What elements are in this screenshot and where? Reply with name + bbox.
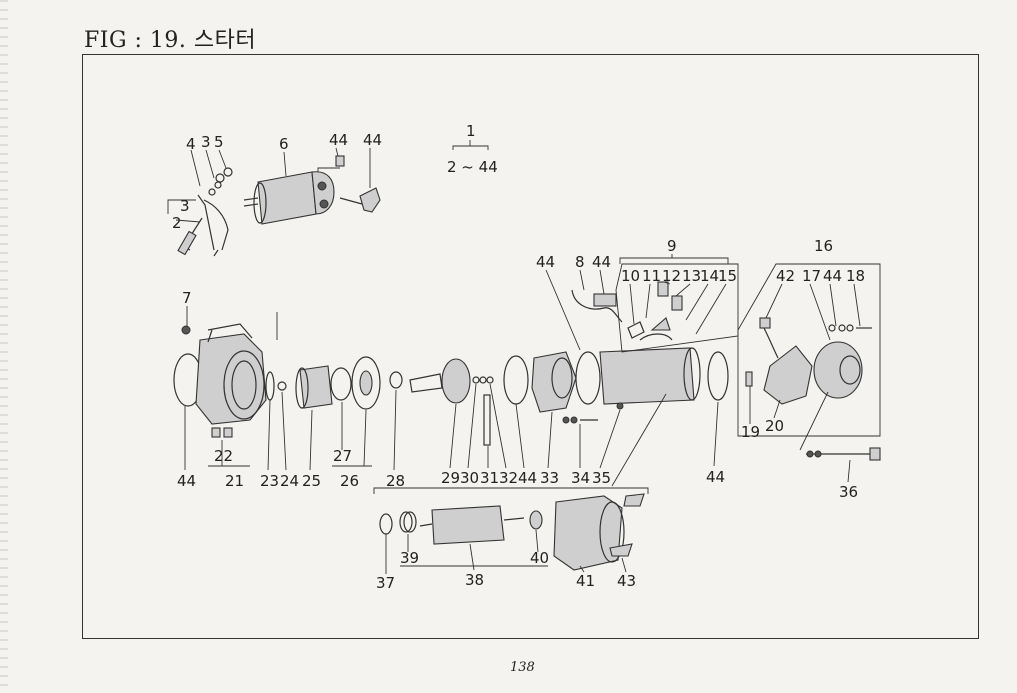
group-label-range: 2 ~ 44 — [447, 158, 498, 176]
armature-assembly — [379, 493, 645, 571]
gear-assembly — [409, 351, 577, 446]
label-20: 20 — [765, 417, 784, 435]
label-44d: 44 — [518, 469, 537, 487]
label-3a: 3 — [201, 133, 211, 151]
label-23: 23 — [260, 472, 279, 490]
label-13: 13 — [682, 267, 701, 285]
label-34: 34 — [571, 469, 590, 487]
label-44h: 44 — [823, 267, 842, 285]
label-7: 7 — [182, 289, 192, 307]
label-18: 18 — [846, 267, 865, 285]
solenoid-assembly — [177, 155, 381, 257]
label-38: 38 — [465, 571, 484, 589]
label-25: 25 — [302, 472, 321, 490]
label-30: 30 — [460, 469, 479, 487]
label-35: 35 — [592, 469, 611, 487]
label-44f: 44 — [536, 253, 555, 271]
label-39: 39 — [400, 549, 419, 567]
leaders-9 — [545, 269, 727, 351]
label-16: 16 — [814, 237, 833, 255]
label-37: 37 — [376, 574, 395, 592]
group-label-top: 1 — [466, 122, 476, 140]
leaders-pinion — [309, 389, 397, 471]
bracket-9 — [619, 254, 729, 264]
label-9: 9 — [667, 237, 677, 255]
label-29: 29 — [441, 469, 460, 487]
leaders-housing — [184, 391, 287, 471]
label-8: 8 — [575, 253, 585, 271]
label-24: 24 — [280, 472, 299, 490]
label-27: 27 — [333, 447, 352, 465]
label-40: 40 — [530, 549, 549, 567]
binding-edge — [0, 0, 8, 693]
label-5: 5 — [214, 133, 224, 151]
label-44e: 44 — [706, 468, 725, 486]
label-4a: 4 — [186, 135, 196, 153]
label-42: 42 — [776, 267, 795, 285]
label-26: 26 — [340, 472, 359, 490]
label-15: 15 — [718, 267, 737, 285]
leaders-7 — [186, 306, 278, 340]
label-32: 32 — [499, 469, 518, 487]
label-21: 21 — [225, 472, 244, 490]
outline-9 — [615, 263, 739, 353]
leaders-armature — [385, 529, 627, 574]
label-22: 22 — [214, 447, 233, 465]
leaders-top — [190, 147, 371, 188]
drive-housing — [173, 323, 287, 438]
yoke-field — [562, 281, 729, 424]
label-6: 6 — [279, 135, 289, 153]
label-28: 28 — [386, 472, 405, 490]
label-44b: 44 — [363, 131, 382, 149]
leaders-left-bracket — [167, 199, 201, 223]
leaders-yoke — [579, 393, 719, 487]
bracket-armature — [373, 487, 649, 494]
label-31: 31 — [480, 469, 499, 487]
label-11: 11 — [642, 267, 661, 285]
label-2: 2 — [172, 214, 182, 232]
label-14: 14 — [700, 267, 719, 285]
label-10: 10 — [621, 267, 640, 285]
label-36: 36 — [839, 483, 858, 501]
label-17: 17 — [802, 267, 821, 285]
page-number: 138 — [510, 660, 535, 675]
pinion-clutch — [295, 356, 403, 410]
figure-title: FIG : 19. 스타터 — [84, 28, 257, 53]
leaders-gears — [449, 383, 553, 469]
label-33: 33 — [540, 469, 559, 487]
label-41: 41 — [576, 572, 595, 590]
label-12: 12 — [662, 267, 681, 285]
diagram-frame — [82, 54, 979, 639]
label-44a: 44 — [329, 131, 348, 149]
label-19: 19 — [741, 423, 760, 441]
label-44c: 44 — [177, 472, 196, 490]
leaders-rear — [749, 283, 861, 483]
label-3b: 3 — [180, 197, 190, 215]
label-44g: 44 — [592, 253, 611, 271]
label-43: 43 — [617, 572, 636, 590]
group-bracket — [452, 140, 489, 150]
rear-cover-assembly — [737, 263, 881, 461]
